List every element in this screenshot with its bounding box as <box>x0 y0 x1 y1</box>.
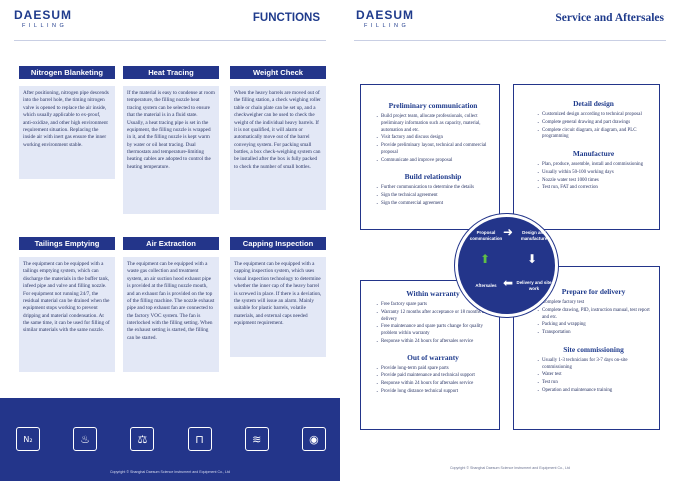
site-commissioning-list: Usually 1-3 technicians for 3-7 days on-… <box>536 357 651 396</box>
list-item: Plan, produce, assemble, install and com… <box>536 161 651 170</box>
arrow-down-icon: ⬇ <box>527 252 538 266</box>
proposal-communication-label: Proposal communication <box>469 230 503 241</box>
list-item: Sign the commercial agreement <box>375 200 491 209</box>
card-body: When the heavy barrels are moved out of … <box>230 86 326 210</box>
header-divider <box>354 40 666 41</box>
delivery-list: Complete factory test Complete drawing, … <box>536 299 651 338</box>
logo-subtitle: FILLING <box>22 23 68 29</box>
list-item: Provide long-term paid spare parts <box>375 365 491 374</box>
list-item: Free maintenance and spare parts change … <box>375 323 491 338</box>
list-item: Operation and maintenance training <box>536 387 651 396</box>
list-item: Build project team, allocate professiona… <box>375 113 491 134</box>
card-title: Nitrogen Blanketing <box>19 66 115 79</box>
card-body: The equipment can be equipped with a tai… <box>19 257 115 372</box>
box-heading: Prepare for delivery <box>561 287 626 296</box>
manufacture-list: Plan, produce, assemble, install and com… <box>536 161 651 194</box>
card-nitrogen-blanketing: Nitrogen Blanketing After positioning, n… <box>19 66 115 179</box>
weight-check-icon: ⚖ <box>130 427 155 451</box>
card-title: Capping Inspection <box>230 237 326 250</box>
tailings-emptying-icon: ⊓ <box>187 427 212 451</box>
card-title: Weight Check <box>230 66 326 79</box>
function-icon-row: N₂ ♨ ⚖ ⊓ ≋ ◉ <box>16 427 326 451</box>
footer-band <box>0 398 340 481</box>
card-tailings-emptying: Tailings Emptying The equipment can be e… <box>19 237 115 372</box>
list-item: Water test <box>536 371 651 380</box>
list-item: Customized design according to technical… <box>536 111 651 120</box>
header-divider <box>14 40 326 41</box>
card-air-extraction: Air Extraction The equipment can be equi… <box>123 237 219 372</box>
list-item: Complete circuit diagram, air diagram, a… <box>536 127 651 142</box>
box-heading: Site commissioning <box>563 344 624 354</box>
list-item: Nozzle water test 1000 times <box>536 177 651 186</box>
card-capping-inspection: Capping Inspection The equipment can be … <box>230 237 326 357</box>
card-body: After positioning, nitrogen pipe descend… <box>19 86 115 179</box>
aftersales-label: Aftersales <box>475 283 497 288</box>
arrow-left-icon: ⬅ <box>503 276 514 290</box>
detail-list: Customized design according to technical… <box>536 111 651 142</box>
list-item: Transportation <box>536 329 651 338</box>
list-item: Communicate and improve proposal <box>375 157 491 166</box>
air-extraction-icon: ≋ <box>244 427 269 451</box>
list-item: Provide long distance technical support <box>375 388 491 397</box>
logo-wordmark: DAESUM <box>14 8 73 22</box>
page-title: Service and Aftersales <box>555 12 664 24</box>
card-weight-check: Weight Check When the heavy barrels are … <box>230 66 326 210</box>
list-item: Test run <box>536 379 651 388</box>
daesum-logo: DAESUM FILLING <box>14 8 94 29</box>
list-item: Warranty 12 months after acceptance or 1… <box>375 309 491 324</box>
list-item: Provide preliminary layout, technical an… <box>375 142 491 157</box>
list-item: Test run, FAT and correction <box>536 184 651 193</box>
box-heading: Preliminary communication <box>388 101 478 110</box>
logo-wordmark: DAESUM <box>356 8 415 22</box>
nitrogen-icon: N₂ <box>16 427 40 451</box>
box-heading: Manufacture <box>572 149 615 159</box>
list-item: Complete general drawing and part drawin… <box>536 119 651 128</box>
camera-inspection-icon: ◉ <box>301 427 326 451</box>
list-item: Complete factory test <box>536 299 651 308</box>
list-item: Complete drawing, PID, instruction manua… <box>536 307 651 322</box>
card-title: Tailings Emptying <box>19 237 115 250</box>
copyright-text: Copyright © Shanghai Daesum Science Inst… <box>109 470 231 474</box>
card-body: If the material is easy to condense at r… <box>123 86 219 214</box>
arrow-right-icon: ➜ <box>503 225 514 239</box>
process-cycle-circle <box>455 214 558 317</box>
delivery-site-work-label: Delivery and site work <box>516 280 552 291</box>
preliminary-communication-box: Preliminary communication Build project … <box>360 84 500 230</box>
box-heading: Build relationship <box>404 172 462 182</box>
card-heat-tracing: Heat Tracing If the material is easy to … <box>123 66 219 214</box>
list-item: Usually within 50-100 working days <box>536 169 651 178</box>
preliminary-list: Build project team, allocate professiona… <box>375 113 491 166</box>
detail-design-box: Detail design Customized design accordin… <box>513 84 660 230</box>
list-item: Visit factory and discuss design <box>375 134 491 143</box>
box-heading: Within warranty <box>406 289 460 298</box>
page-title: FUNCTIONS <box>252 12 320 24</box>
logo-subtitle: FILLING <box>364 23 410 29</box>
copyright-text: Copyright © Shanghai Daesum Science Inst… <box>449 466 571 470</box>
list-item: Response within 24 hours for aftersales … <box>375 338 491 347</box>
card-title: Heat Tracing <box>123 66 219 79</box>
heat-tracing-icon: ♨ <box>73 427 98 451</box>
card-body: The equipment can be equipped with a cap… <box>230 257 326 357</box>
arrow-up-icon: ⬆ <box>480 252 491 266</box>
design-manufacture-label: Design and manufacture <box>520 230 548 241</box>
box-heading: Detail design <box>573 99 614 108</box>
list-item: Provide paid maintenance and technical s… <box>375 372 491 381</box>
card-title: Air Extraction <box>123 237 219 250</box>
list-item: Free factory spare parts <box>375 301 491 310</box>
functions-page: DAESUM FILLING FUNCTIONS Nitrogen Blanke… <box>0 8 340 481</box>
list-item: Packing and wrapping <box>536 321 651 330</box>
warranty-list: Free factory spare parts Warranty 12 mon… <box>375 301 491 347</box>
list-item: Sign the technical agreement <box>375 192 491 201</box>
relationship-list: Further communication to determine the d… <box>375 184 491 209</box>
list-item: Further communication to determine the d… <box>375 184 491 193</box>
list-item: Usually 1-3 technicians for 3-7 days on-… <box>536 357 651 372</box>
box-heading: Out of warranty <box>407 352 459 362</box>
card-body: The equipment can be equipped with a was… <box>123 257 219 372</box>
list-item: Response within 24 hours for aftersales … <box>375 380 491 389</box>
out-of-warranty-list: Provide long-term paid spare parts Provi… <box>375 365 491 398</box>
daesum-logo: DAESUM FILLING <box>356 8 436 29</box>
